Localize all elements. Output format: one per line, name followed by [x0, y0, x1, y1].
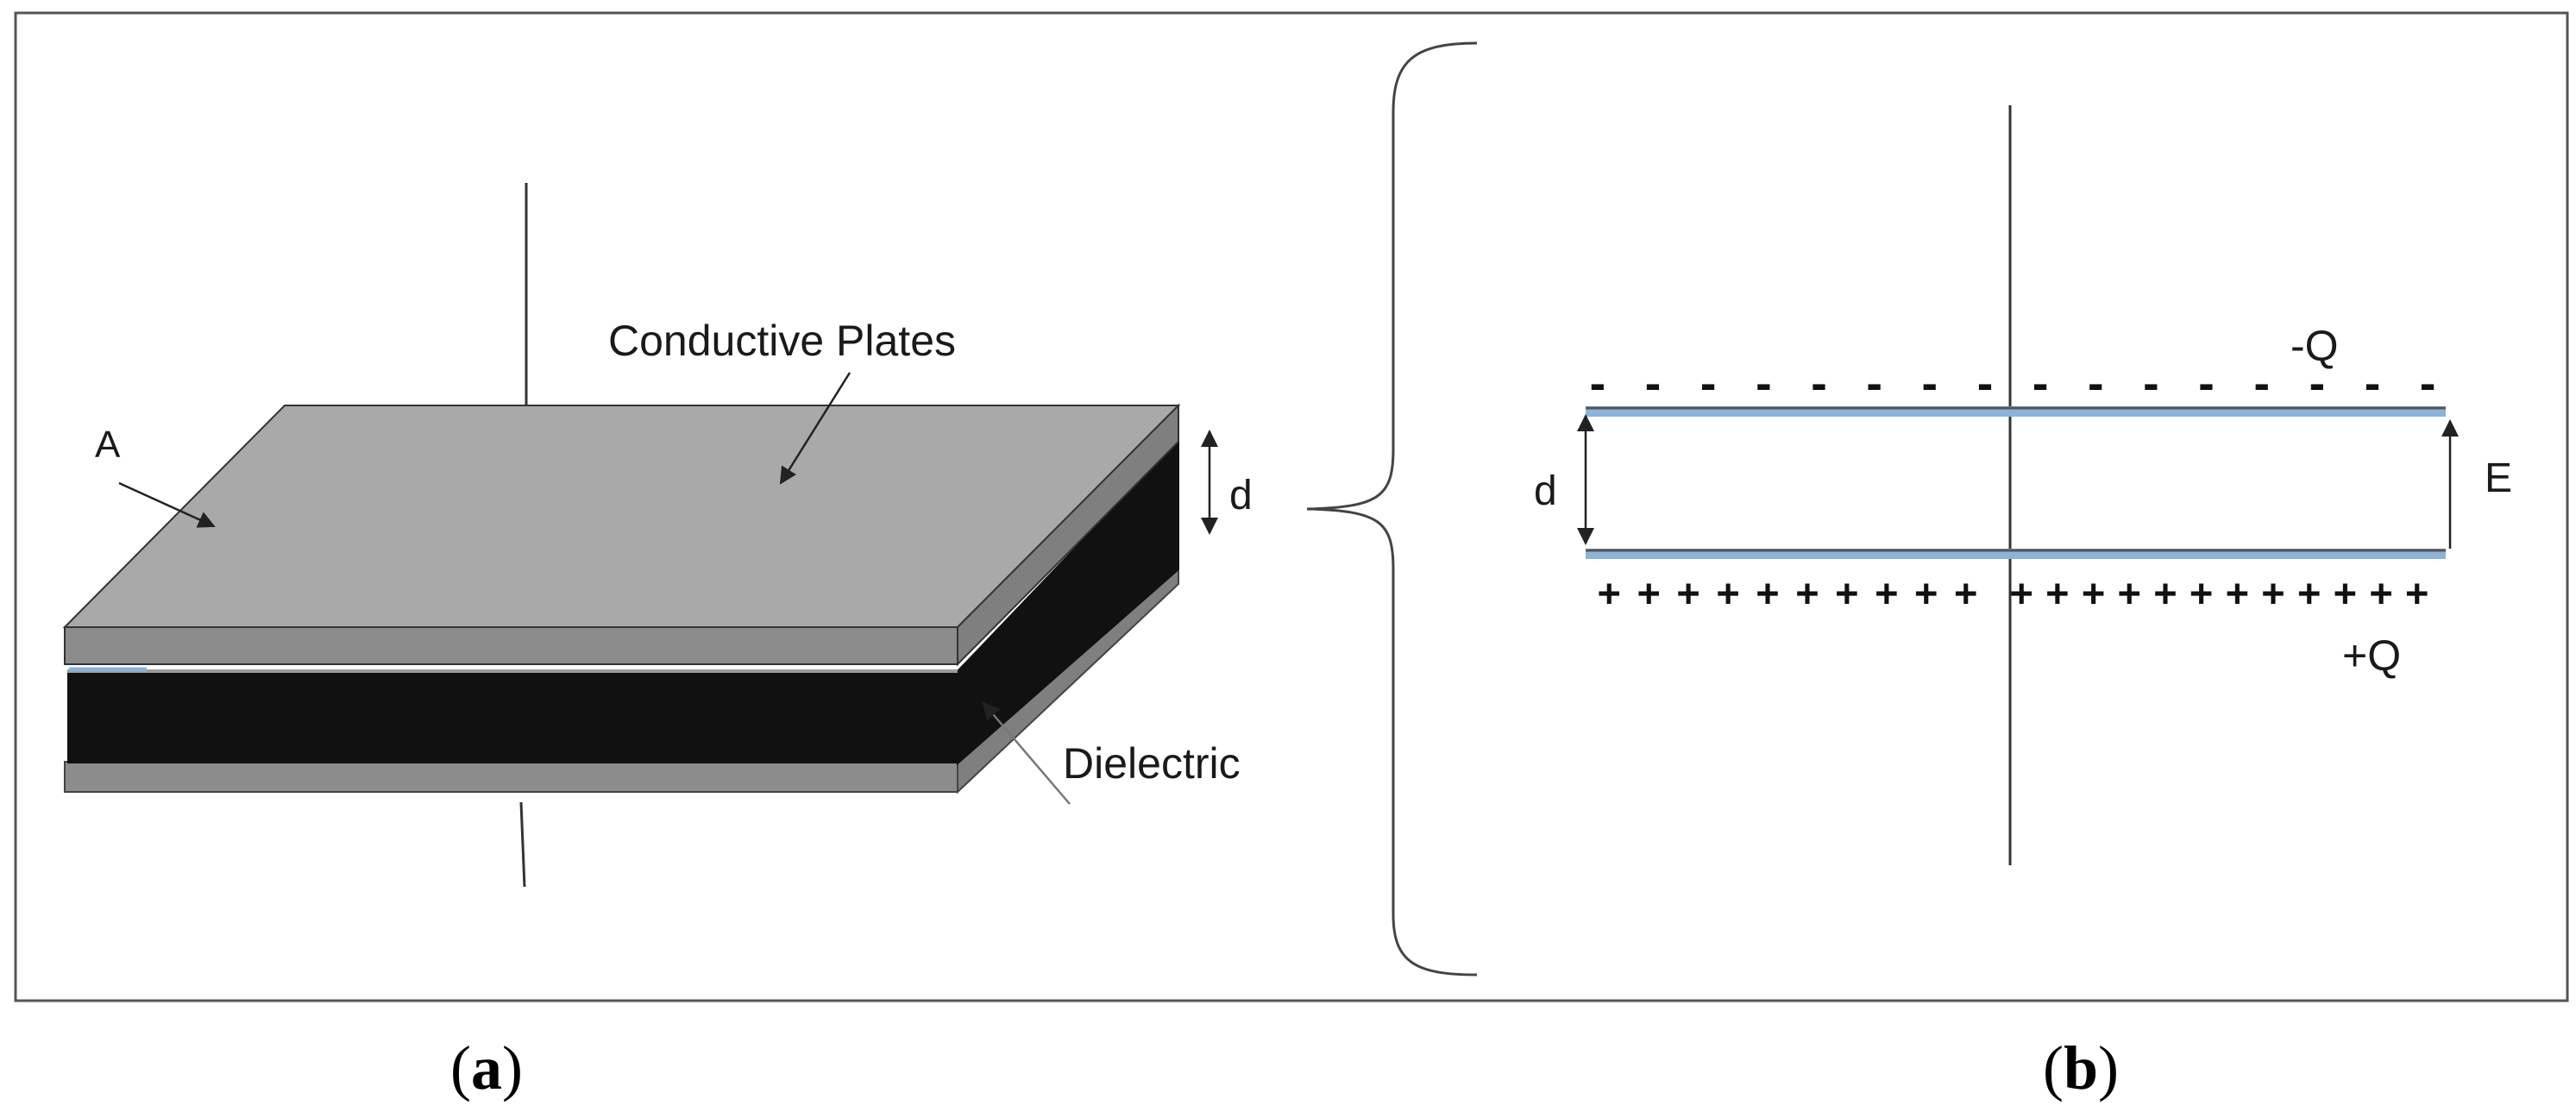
- negative-charge-row: - - - - - - - - - - - - - - - -: [1586, 361, 2440, 408]
- caption-a-open: (: [450, 1033, 471, 1102]
- area-arrow: [118, 481, 216, 528]
- caption-a-letter: a: [471, 1033, 502, 1102]
- panel-b-capacitor-cross-section: - - - - - - - - - - - - - - - - + + + + …: [1534, 105, 2512, 865]
- bottom-lead-wire: [519, 801, 526, 888]
- caption-b-open: (: [2043, 1033, 2064, 1102]
- panel-a-capacitor-3d: A Conductive Plates d Dielectric: [62, 183, 1253, 888]
- top-plate-front: [64, 626, 958, 665]
- dielectric-front: [67, 671, 958, 763]
- thickness-d-label: d: [1229, 473, 1253, 518]
- dielectric-arrow: [982, 701, 1071, 805]
- negative-charge-label: -Q: [2290, 322, 2339, 370]
- positive-charge-row-right: + + + + + + + + + + + +: [2010, 571, 2428, 615]
- conductive-plates-arrow: [779, 372, 851, 485]
- gap-d-label: d: [1534, 468, 1557, 514]
- area-label: A: [95, 424, 121, 466]
- positive-charge-row-left: + + + + + + + + + +: [1598, 571, 1977, 615]
- caption-b: (b): [2043, 1033, 2119, 1102]
- bottom-plate-front: [64, 761, 958, 793]
- curly-brace: [1306, 41, 1478, 977]
- caption-a: (a): [450, 1033, 523, 1102]
- electric-field-label: E: [2485, 455, 2512, 501]
- conductive-plates-label: Conductive Plates: [608, 317, 956, 365]
- dielectric-label: Dielectric: [1063, 739, 1241, 788]
- caption-b-letter: b: [2064, 1033, 2098, 1102]
- caption-a-close: ): [502, 1033, 523, 1102]
- positive-charge-label: +Q: [2342, 631, 2401, 680]
- caption-b-close: ): [2098, 1033, 2119, 1102]
